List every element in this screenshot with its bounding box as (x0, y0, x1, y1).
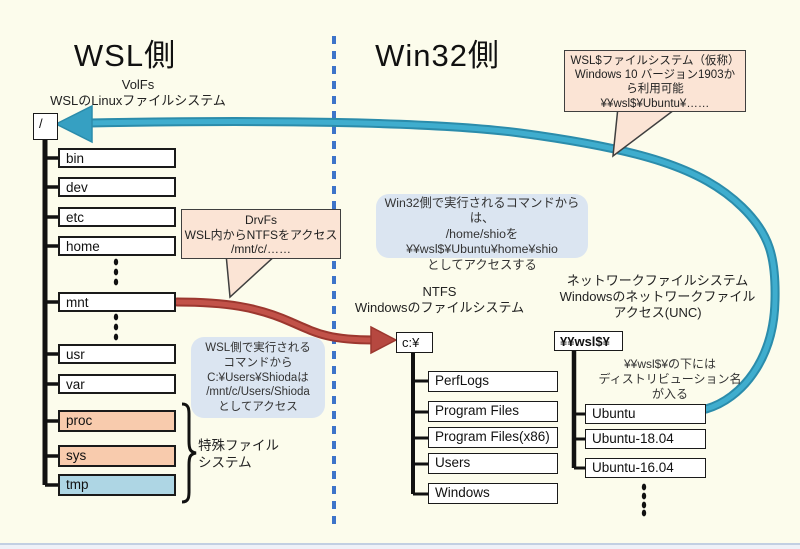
teal-unc-arrow (54, 104, 780, 414)
wsl-share-callout-line2: Windows 10 バージョン1903か (574, 69, 736, 82)
tree-node-dev: dev (58, 177, 176, 197)
special-filesystem-label: 特殊ファイル システム (198, 437, 279, 471)
wsl-share-callout-tail (612, 106, 681, 158)
unc-root-node: ¥¥wsl$¥ (554, 331, 623, 351)
tree-node-var: var (58, 374, 176, 394)
win32-side-note-line2: /home/shioを (445, 226, 519, 241)
unc-tree-connectors (571, 350, 585, 470)
tree-node-windows: Windows (428, 483, 558, 504)
win32-side-note-line3: ¥¥wsl$¥Ubuntu¥home¥shio (406, 242, 558, 257)
left-panel-title: WSL側 (73, 38, 177, 73)
win32-side-note-line1: Win32側で実行されるコマンドからは、 (384, 196, 580, 226)
tree-node-mnt: mnt (58, 292, 176, 312)
win32-side-access-note: Win32側で実行されるコマンドからは、 /home/shioを ¥¥wsl$¥… (376, 194, 588, 272)
wsl-share-callout: WSL$ファイルシステム（仮称） Windows 10 バージョン1903か ら… (564, 50, 746, 112)
unc-heading-line2: Windowsのネットワークファイル (559, 289, 756, 304)
tree-node-proc: proc (58, 410, 176, 432)
wsl-share-callout-line1: WSL$ファイルシステム（仮称） (570, 55, 740, 67)
drvfs-callout-tail (225, 253, 279, 299)
ntfs-heading-line1: NTFS (422, 284, 457, 299)
tree-node-sys: sys (58, 445, 176, 467)
left-tree-connectors (42, 139, 58, 487)
wsl-under-note-line3: が入る (651, 387, 688, 401)
unc-heading-line1: ネットワークファイルシステム (566, 273, 749, 288)
wsl-side-note-line2: コマンドから (223, 356, 293, 369)
tree-node-bin: bin (58, 148, 176, 168)
volfs-heading: VolFs WSLのLinuxファイルシステム (28, 77, 248, 109)
drvfs-callout-line1: DrvFs (245, 213, 277, 227)
drvfs-callout-line3: /mnt/c/…… (230, 242, 291, 257)
wsl-share-callout-line3: ら利用可能 (626, 83, 684, 96)
tree-node-ubuntu1804: Ubuntu-18.04 (585, 429, 706, 449)
tree-node-etc: etc (58, 207, 176, 227)
tree-node-tmp: tmp (58, 474, 176, 496)
wsl-side-note-line5: としてアクセス (218, 401, 298, 414)
red-drvfs-arrow (172, 297, 398, 355)
special-group-brace (181, 402, 197, 504)
wsl-share-callout-line4: ¥¥wsl$¥Ubuntu¥…… (600, 97, 710, 110)
ntfs-tree-connectors (411, 353, 428, 496)
unc-heading: ネットワークファイルシステム Windowsのネットワークファイル アクセス(U… (545, 273, 770, 321)
wsl-side-note-line3: C:¥Users¥Shiodaは (207, 371, 309, 384)
wsl-side-note-line4: /mnt/c/Users/Shioda (206, 386, 310, 399)
drvfs-callout: DrvFs WSL内からNTFSをアクセス /mnt/c/…… (181, 209, 341, 259)
tree-node-ubuntu1604: Ubuntu-16.04 (585, 458, 706, 478)
ntfs-heading-line2: Windowsのファイルシステム (354, 300, 525, 315)
tree-node-users: Users (428, 453, 558, 474)
wsl-under-note-line1: ¥¥wsl$¥の下には (623, 357, 717, 371)
special-filesystem-label-line2: システム (198, 455, 252, 470)
tree-node-usr: usr (58, 344, 176, 364)
wsl-under-note-line2: ディストリビューション名 (598, 372, 742, 386)
linux-root-node: / (33, 113, 58, 140)
special-filesystem-label-line1: 特殊ファイル (198, 438, 279, 453)
tree-node-programfilesx86: Program Files(x86) (428, 427, 558, 448)
volfs-heading-line2: WSLのLinuxファイルシステム (50, 93, 226, 108)
right-panel-title: Win32側 (375, 38, 500, 73)
ntfs-heading: NTFS Windowsのファイルシステム (347, 284, 532, 316)
red-arrowhead (370, 325, 398, 355)
tree-node-ubuntu: Ubuntu (585, 404, 706, 424)
teal-arrowhead (54, 104, 93, 144)
drvfs-callout-line2: WSL内からNTFSをアクセス (184, 227, 338, 242)
unc-heading-line3: アクセス(UNC) (613, 305, 702, 320)
tree-node-home: home (58, 236, 176, 256)
ntfs-root-node: c:¥ (396, 332, 433, 353)
wsl-under-note: ¥¥wsl$¥の下には ディストリビューション名 が入る (575, 357, 765, 402)
wsl-side-note-line1: WSL側で実行される (205, 342, 311, 354)
wsl-side-access-note: WSL側で実行される コマンドから C:¥Users¥Shiodaは /mnt/… (191, 337, 325, 418)
win32-side-note-line4: としてアクセスする (427, 257, 537, 272)
volfs-heading-line1: VolFs (121, 77, 155, 92)
tree-node-programfiles: Program Files (428, 401, 558, 422)
ellipsis-dots (113, 258, 647, 517)
tree-node-perflogs: PerfLogs (428, 371, 558, 392)
bottom-edge-strip (0, 543, 800, 549)
